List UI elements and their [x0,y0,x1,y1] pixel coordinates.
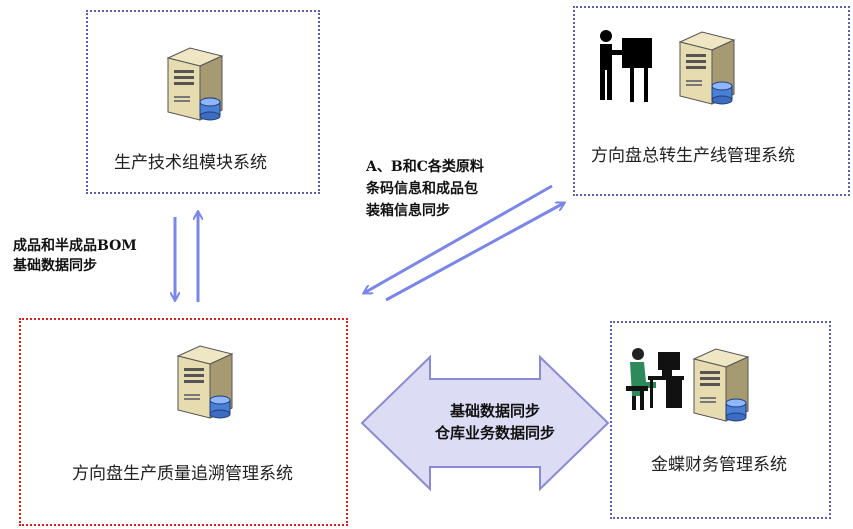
bom-sync-note: 成品和半成品BOM 基础数据同步 [13,236,137,276]
server-icon [678,31,736,105]
production-tech-system-box [86,10,320,194]
finance-sync-note: 基础数据同步 仓库业务数据同步 [395,400,595,444]
barcode-sync-line-1: A、B和C各类原料 [366,159,484,175]
assembly-line-system-box [573,6,850,196]
barcode-sync-note: A、B和C各类原料 条码信息和成品包 装箱信息同步 [366,156,484,222]
production-tech-system-label: 生产技术组模块系统 [114,153,267,173]
server-icon [166,47,224,121]
bom-sync-line-2: 基础数据同步 [13,258,97,274]
bom-sync-line-1: 成品和半成品BOM [13,238,137,254]
barcode-sync-line-2: 条码信息和成品包 [366,181,478,197]
finance-sync-line-2: 仓库业务数据同步 [434,424,555,442]
kingdee-finance-system-box [610,321,831,519]
barcode-sync-arrow-to-trace [364,184,553,293]
server-icon [176,345,234,419]
finance-sync-line-1: 基础数据同步 [449,402,540,420]
assembly-line-system-label: 方向盘总转生产线管理系统 [591,146,795,166]
server-icon [692,348,750,422]
finance-sync-double-arrow [360,354,610,492]
person-at-computer-icon [626,348,684,410]
quality-trace-system-box [19,318,348,526]
barcode-sync-arrow-to-line [385,203,564,302]
worker-at-desk-icon [600,30,652,102]
quality-trace-system-label: 方向盘生产质量追溯管理系统 [72,464,293,484]
barcode-sync-line-3: 装箱信息同步 [366,203,450,219]
kingdee-finance-system-label: 金蝶财务管理系统 [651,455,787,475]
